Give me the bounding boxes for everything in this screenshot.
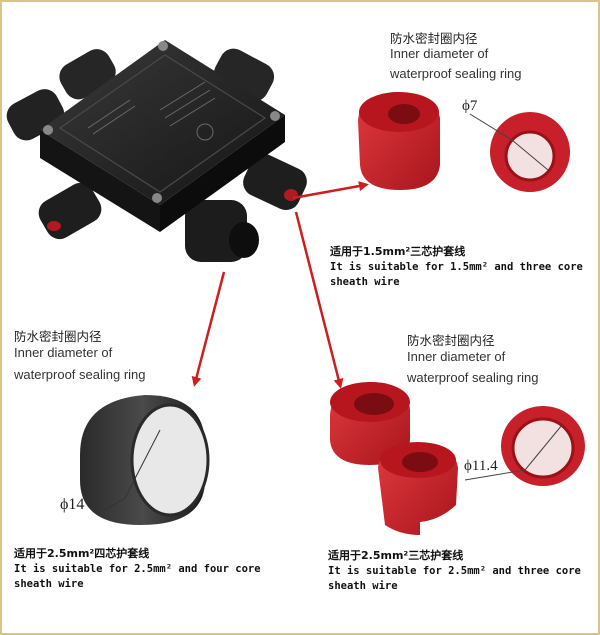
top-label-en-line2: waterproof sealing ring: [390, 66, 522, 81]
right-label-en-line2: waterproof sealing ring: [407, 370, 539, 385]
dimension-medium: ϕ11.4: [464, 458, 498, 474]
note-right-en-line2: sheath wire: [328, 580, 398, 592]
red-seal-ring-medium-bottom: [378, 442, 458, 535]
black-seal-ring-large: [80, 395, 210, 525]
top-label-en-line1: Inner diameter of: [390, 46, 489, 61]
right-label-en-line1: Inner diameter of: [407, 349, 506, 364]
arrow-to-top-ring: [292, 181, 369, 200]
cable-gland-left-bottom: [38, 182, 102, 240]
left-label-zh: 防水密封圈内径: [14, 329, 102, 344]
left-label-en-line1: Inner diameter of: [14, 345, 113, 360]
note-right-zh: 适用于2.5mm²三芯护套线: [328, 549, 464, 562]
red-seal-ring-small-side: [358, 92, 440, 190]
note-mid-en-line1: It is suitable for 1.5mm² and three core: [330, 261, 583, 273]
right-label-zh: 防水密封圈内径: [407, 333, 495, 348]
red-seal-ring-small-front: [469, 112, 570, 192]
dimension-small: ϕ7: [462, 98, 478, 114]
red-seal-ring-medium-front: [464, 406, 585, 486]
junction-box: [6, 40, 307, 262]
red-seal-ring-medium-top: [330, 382, 410, 465]
dimension-large: ϕ14: [60, 496, 85, 513]
cable-gland-front: [185, 200, 259, 262]
top-label-zh: 防水密封圈内径: [390, 31, 478, 46]
note-left-en-line2: sheath wire: [14, 578, 84, 590]
note-mid-zh: 适用于1.5mm²三芯护套线: [330, 245, 466, 258]
note-left-en-line1: It is suitable for 2.5mm² and four core: [14, 563, 261, 575]
arrow-to-right-ring: [294, 211, 344, 389]
note-left-zh: 适用于2.5mm²四芯护套线: [14, 547, 150, 560]
note-mid-en-line2: sheath wire: [330, 276, 400, 288]
left-label-en-line2: waterproof sealing ring: [14, 367, 146, 382]
note-right-en-line1: It is suitable for 2.5mm² and three core: [328, 565, 581, 577]
arrow-to-left-ring: [191, 271, 226, 387]
